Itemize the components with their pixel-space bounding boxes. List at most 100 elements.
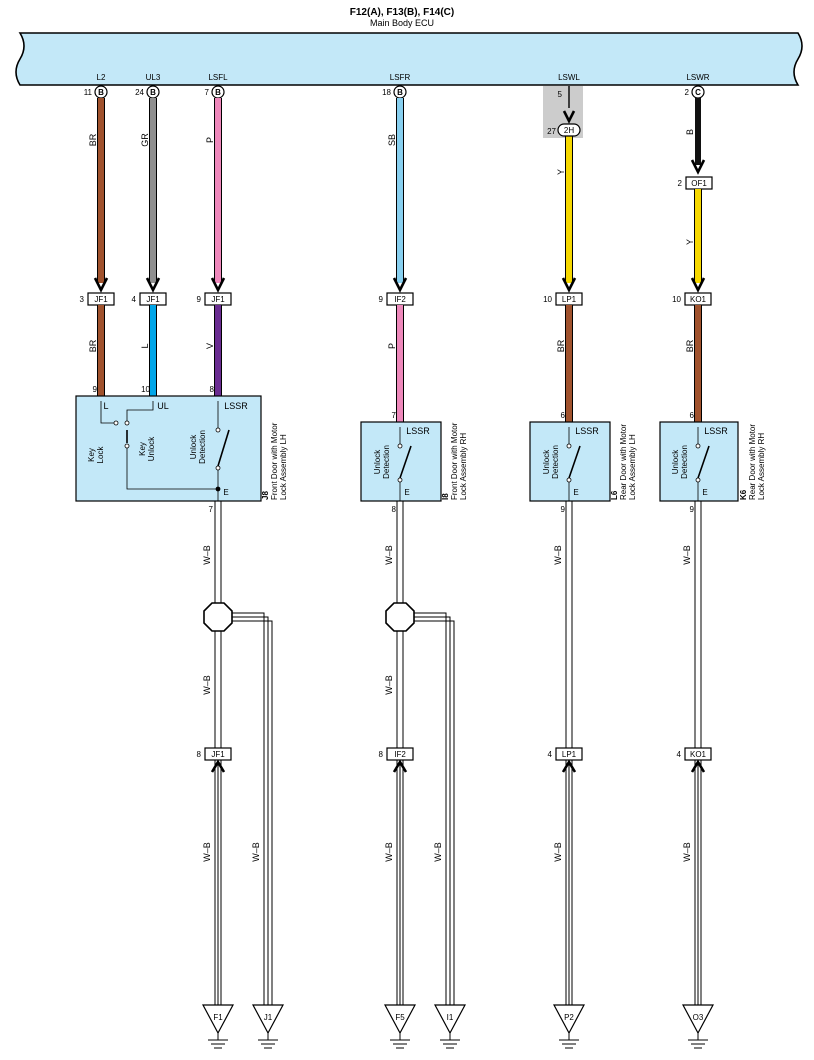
junction-jf1-pin8: 8 JF1 <box>197 747 232 773</box>
svg-text:KO1: KO1 <box>690 750 707 759</box>
svg-text:W–B: W–B <box>202 675 212 695</box>
svg-text:W–B: W–B <box>202 545 212 565</box>
svg-text:Front Door with Motor: Front Door with Motor <box>270 422 279 500</box>
svg-text:Detection: Detection <box>551 445 560 479</box>
svg-text:9: 9 <box>379 295 384 304</box>
svg-text:27: 27 <box>547 127 556 136</box>
svg-text:J8: J8 <box>261 491 270 500</box>
svg-text:4: 4 <box>677 750 682 759</box>
svg-text:W–B: W–B <box>251 842 261 862</box>
svg-text:7: 7 <box>205 88 210 97</box>
junction-jf1-pin4: 4 JF1 <box>132 292 167 306</box>
svg-text:4: 4 <box>132 295 137 304</box>
wire-l-mid: L <box>140 305 157 396</box>
component-j8: 9 10 8 L UL LSSR Key Lock Key Unlock Unl… <box>75 385 288 514</box>
svg-text:W–B: W–B <box>384 842 394 862</box>
ecu-name-label: Main Body ECU <box>370 18 434 28</box>
svg-text:V: V <box>205 343 215 349</box>
wire-p-upper-lh: P <box>205 98 226 293</box>
svg-text:Unlock: Unlock <box>671 449 680 474</box>
svg-text:B: B <box>150 88 156 97</box>
svg-text:5: 5 <box>558 90 563 99</box>
svg-text:SB: SB <box>387 134 397 146</box>
svg-text:C: C <box>695 88 701 97</box>
svg-text:IF2: IF2 <box>394 295 406 304</box>
svg-text:8: 8 <box>210 385 215 394</box>
svg-text:E: E <box>573 488 578 497</box>
ground-wire-labels: W–B W–B W–B W–B W–B W–B W–B W–B W–B W–B … <box>202 545 692 862</box>
junction-jf1-pin3: 3 JF1 <box>80 292 115 306</box>
junction-if2-pin9: 9 IF2 <box>379 292 414 306</box>
svg-text:2H: 2H <box>564 126 574 135</box>
ecu-body <box>15 32 803 86</box>
ground-p2: P2 <box>552 1004 586 1049</box>
svg-text:UL3: UL3 <box>146 73 161 82</box>
ecu-connectors-label: F12(A), F13(B), F14(C) <box>350 7 454 18</box>
svg-text:J1: J1 <box>264 1013 273 1022</box>
svg-text:9: 9 <box>561 505 566 514</box>
svg-text:4: 4 <box>548 750 553 759</box>
ground-f5: F5 <box>383 1004 417 1049</box>
svg-text:L: L <box>140 343 150 348</box>
svg-text:KO1: KO1 <box>690 295 707 304</box>
svg-text:Detection: Detection <box>198 430 207 464</box>
wire-y-upper-lswl: Y <box>556 86 577 293</box>
ecu-pin-signal-l2: L2 11 B <box>84 73 108 99</box>
svg-text:L: L <box>103 401 108 411</box>
svg-text:LSFR: LSFR <box>390 73 411 82</box>
svg-text:F1: F1 <box>213 1013 223 1022</box>
svg-text:BR: BR <box>556 339 566 352</box>
svg-text:P: P <box>387 343 397 349</box>
ground-f1: F1 <box>201 1004 235 1049</box>
svg-text:W–B: W–B <box>384 675 394 695</box>
splice-point-lh <box>203 602 233 632</box>
svg-text:E: E <box>404 488 409 497</box>
svg-text:W–B: W–B <box>553 545 563 565</box>
inline-connector-2h: 27 2H <box>547 123 581 137</box>
svg-text:8: 8 <box>197 750 202 759</box>
main-body-ecu: F12(A), F13(B), F14(C) Main Body ECU <box>15 7 803 86</box>
wire-v-mid: V <box>205 305 222 396</box>
svg-text:Lock: Lock <box>96 446 105 464</box>
svg-text:3: 3 <box>80 295 85 304</box>
svg-text:O3: O3 <box>693 1013 704 1022</box>
svg-text:JF1: JF1 <box>146 295 160 304</box>
svg-text:10: 10 <box>141 385 150 394</box>
component-i8: 7 LSSR Unlock Detection E 8 I8 Front Doo… <box>360 411 468 514</box>
svg-text:UL: UL <box>157 401 169 411</box>
svg-text:LSFL: LSFL <box>208 73 228 82</box>
svg-text:Lock Assembly RH: Lock Assembly RH <box>757 433 766 500</box>
svg-text:W–B: W–B <box>433 842 443 862</box>
junction-lp1-pin4: 4 LP1 <box>548 747 583 773</box>
svg-text:Key: Key <box>138 442 147 456</box>
wire-br-upper: BR <box>88 98 109 293</box>
svg-text:LSWL: LSWL <box>558 73 580 82</box>
svg-text:Front Door with Motor: Front Door with Motor <box>450 422 459 500</box>
ground-wires <box>214 501 702 1005</box>
svg-text:24: 24 <box>135 88 144 97</box>
svg-text:W–B: W–B <box>553 842 563 862</box>
ground-o3: O3 <box>681 1004 715 1049</box>
svg-text:LSSR: LSSR <box>224 401 248 411</box>
svg-text:BR: BR <box>88 339 98 352</box>
svg-text:Unlock: Unlock <box>189 434 198 459</box>
svg-text:2: 2 <box>678 179 683 188</box>
wire-br-mid-rear-lh: BR <box>556 305 573 422</box>
svg-text:7: 7 <box>209 505 214 514</box>
svg-text:B: B <box>397 88 403 97</box>
svg-text:Detection: Detection <box>382 445 391 479</box>
svg-text:6: 6 <box>561 411 566 420</box>
svg-text:Lock Assembly RH: Lock Assembly RH <box>459 433 468 500</box>
svg-text:10: 10 <box>543 295 552 304</box>
svg-text:18: 18 <box>382 88 391 97</box>
component-l6: 6 LSSR Unlock Detection E 9 L6 Rear Door… <box>529 411 637 514</box>
svg-text:BR: BR <box>88 133 98 146</box>
svg-text:E: E <box>702 488 707 497</box>
wire-b-upper-lswr: B <box>685 98 706 175</box>
svg-text:E: E <box>223 488 228 497</box>
svg-text:W–B: W–B <box>682 545 692 565</box>
svg-text:BR: BR <box>685 339 695 352</box>
wire-gr-upper: GR <box>140 98 161 293</box>
svg-text:Y: Y <box>556 169 566 175</box>
